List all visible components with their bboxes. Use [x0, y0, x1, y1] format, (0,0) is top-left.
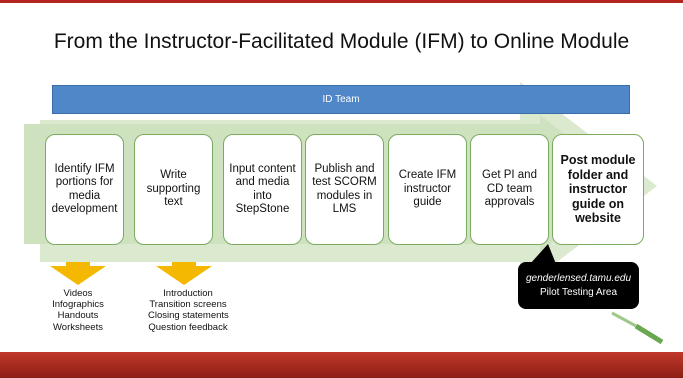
slide-title: From the Instructor-Facilitated Module (…: [53, 30, 630, 53]
media-types-list: Videos Infographics Handouts Worksheets: [48, 288, 108, 333]
down-arrow-left: [50, 262, 106, 285]
step-get-approvals: Get PI and CD team approvals: [470, 134, 549, 245]
callout-label: Pilot Testing Area: [539, 287, 618, 298]
list-item: Infographics: [52, 299, 104, 311]
list-item: Question feedback: [148, 321, 228, 333]
callout-url: genderlensed.tamu.edu: [525, 273, 632, 284]
list-item: Transition screens: [149, 299, 227, 311]
list-item: Closing statements: [148, 310, 229, 322]
top-rule: [0, 0, 683, 3]
website-callout: genderlensed.tamu.edu Pilot Testing Area: [518, 262, 639, 309]
step-create-instructor-guide: Create IFM instructor guide: [388, 134, 467, 245]
list-item: Worksheets: [53, 321, 103, 333]
step-publish-scorm: Publish and test SCORM modules in LMS: [305, 134, 384, 245]
list-item: Introduction: [163, 288, 213, 299]
step-post-module: Post module folder and instructor guide …: [552, 134, 644, 245]
step-write-supporting-text: Write supporting text: [134, 134, 213, 245]
list-item: Videos: [63, 288, 93, 299]
down-arrow-right: [156, 262, 212, 285]
bottom-bar: [0, 352, 683, 378]
magnifier-icon: [611, 311, 664, 345]
id-team-bar: ID Team: [52, 85, 630, 114]
step-input-content: Input content and media into StepStone: [223, 134, 302, 245]
list-item: Handouts: [57, 310, 99, 322]
text-types-list: Introduction Transition screens Closing …: [148, 288, 229, 333]
step-identify-ifm-portions: Identify IFM portions for media developm…: [45, 134, 124, 245]
callout-pointer: [530, 244, 556, 264]
